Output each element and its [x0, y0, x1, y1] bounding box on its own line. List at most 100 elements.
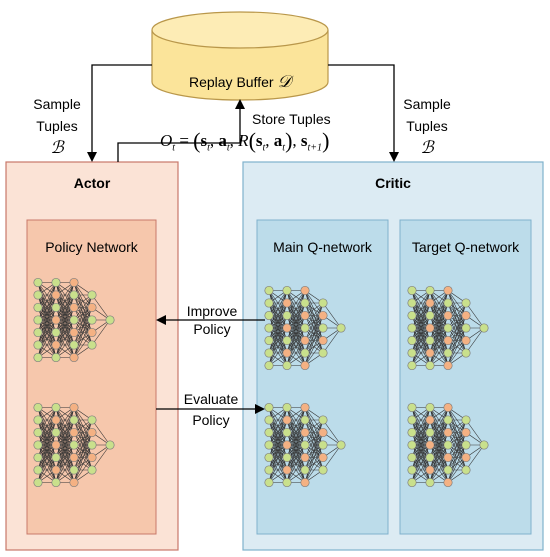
network-edge	[55, 307, 75, 358]
network-node	[425, 427, 435, 438]
replay-buffer-symbol: 𝒟	[277, 72, 292, 91]
network-node	[443, 465, 453, 475]
network-edge	[73, 294, 93, 321]
network-edge	[411, 407, 431, 433]
network-node	[425, 310, 435, 321]
network-node	[407, 477, 417, 488]
network-edge	[447, 444, 467, 483]
network-node	[407, 465, 417, 475]
network-node	[282, 323, 292, 333]
replay-buffer-label: Replay Buffer 𝒟	[170, 73, 310, 91]
network-edge	[465, 302, 485, 329]
network-node	[318, 465, 328, 475]
network-node	[318, 298, 328, 308]
network-edge	[73, 457, 93, 483]
network-edge	[268, 407, 288, 433]
network-node	[407, 323, 417, 333]
evaluate-line2: Policy	[192, 412, 230, 428]
network-edge	[286, 407, 306, 433]
network-edge	[286, 432, 306, 483]
sample-right-line2: Tuples	[406, 118, 448, 134]
network-node	[425, 298, 435, 308]
network-node	[407, 415, 417, 425]
network-edge	[73, 294, 93, 333]
network-node	[33, 427, 43, 438]
network-node	[479, 323, 489, 333]
network-node	[461, 415, 471, 425]
network-node	[479, 440, 489, 450]
network-edge	[411, 407, 431, 458]
main-q-network-title: Main Q-network	[273, 239, 372, 255]
network-node	[425, 323, 435, 333]
network-node	[105, 315, 115, 325]
network-edge	[73, 419, 93, 471]
network-edge	[73, 319, 93, 358]
network-node	[282, 335, 292, 346]
network-edge	[429, 340, 449, 366]
network-edge	[429, 327, 449, 366]
network-edge	[73, 444, 93, 483]
network-edge	[37, 407, 57, 458]
network-node	[51, 352, 61, 363]
store-arrow	[117, 99, 245, 162]
network-edge	[55, 282, 75, 308]
network-node	[443, 477, 453, 488]
sample-tuples-left: Sample Tuples ℬ	[26, 95, 88, 157]
network-edge	[304, 340, 324, 366]
network-edge	[37, 282, 57, 333]
network-node	[69, 427, 79, 438]
network-node	[443, 440, 453, 450]
network-node	[264, 402, 274, 413]
network-node	[407, 452, 417, 463]
network-edge	[268, 315, 288, 366]
network-edge	[447, 302, 467, 329]
network-node	[300, 452, 310, 463]
target-q-net-lower	[407, 402, 489, 488]
network-edge	[268, 444, 288, 483]
network-node	[51, 465, 61, 475]
network-node	[264, 465, 274, 475]
network-edge	[322, 327, 342, 354]
network-node	[425, 465, 435, 475]
network-node	[443, 285, 453, 296]
tuple-formula: Ot = (st, at, R(st, at), st+1)	[160, 128, 330, 154]
policy-net-upper	[33, 277, 115, 363]
network-node	[87, 290, 97, 300]
network-node	[69, 440, 79, 450]
network-node	[51, 327, 61, 338]
network-edge	[429, 315, 449, 366]
network-node	[87, 315, 97, 325]
network-node	[264, 348, 274, 358]
network-node	[407, 440, 417, 450]
network-edge	[268, 432, 288, 483]
network-edge	[411, 290, 431, 341]
network-edge	[411, 290, 431, 329]
actor-title: Actor	[73, 175, 111, 191]
improve-line2: Policy	[193, 321, 231, 337]
network-node	[51, 452, 61, 463]
network-edge	[411, 407, 431, 446]
network-node	[51, 415, 61, 425]
network-node	[87, 302, 97, 313]
network-node	[282, 402, 292, 413]
network-node	[443, 452, 453, 463]
network-edge	[304, 444, 324, 483]
network-edge	[268, 327, 288, 366]
network-node	[300, 427, 310, 438]
network-node	[425, 285, 435, 296]
sample-tuples-right: Sample Tuples ℬ	[396, 95, 458, 157]
network-node	[33, 352, 43, 363]
network-edge	[447, 302, 467, 341]
network-edge	[55, 407, 75, 458]
network-edge	[304, 432, 324, 483]
network-node	[69, 477, 79, 488]
network-node	[300, 402, 310, 413]
network-edge	[73, 432, 93, 483]
network-node	[264, 298, 274, 308]
network-node	[425, 360, 435, 371]
network-edge	[411, 340, 431, 366]
network-node	[336, 440, 346, 450]
network-edge	[91, 419, 111, 446]
network-node	[425, 477, 435, 488]
network-node	[33, 402, 43, 413]
